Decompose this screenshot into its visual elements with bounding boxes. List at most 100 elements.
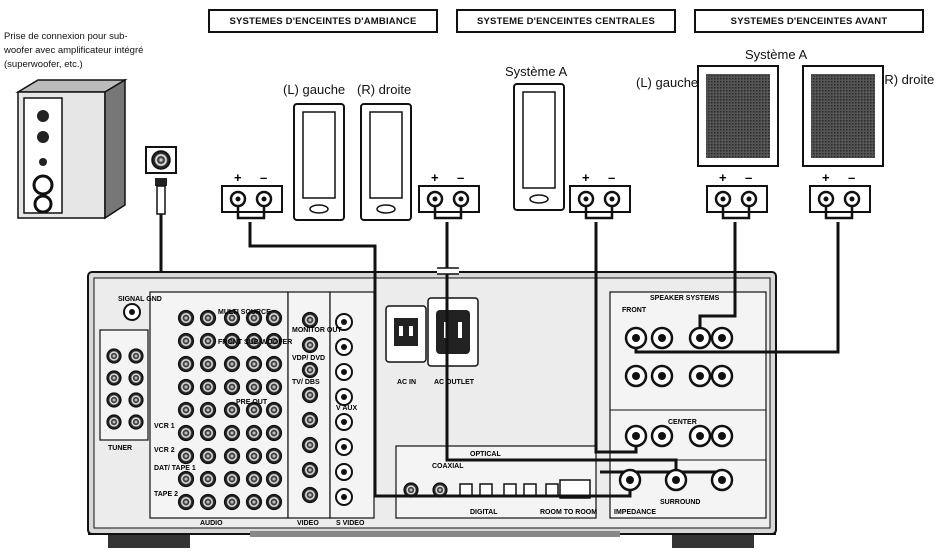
svg-text:S VIDEO: S VIDEO [336, 520, 365, 527]
rca-jack [245, 401, 263, 419]
rca-jack [265, 309, 283, 327]
rca-jack [265, 355, 283, 373]
rca-jack [245, 493, 263, 511]
panel-labels: SIGNAL GND TUNER AUDIO VIDEO S VIDEO DIG… [108, 295, 720, 527]
plus-label: + [719, 170, 727, 185]
rca-jack [265, 493, 283, 511]
speaker-binding-posts [618, 326, 734, 492]
ac-outlet-socket [427, 297, 479, 367]
rca-jack [177, 493, 195, 511]
rca-jack [301, 311, 319, 329]
svg-text:TV/ DBS: TV/ DBS [292, 379, 320, 386]
rca-jack [199, 447, 217, 465]
rca-jack [199, 355, 217, 373]
header-center: SYSTEME D'ENCEINTES CENTRALES [456, 9, 676, 33]
rca-jack [265, 378, 283, 396]
svg-text:VIDEO: VIDEO [297, 520, 319, 527]
rca-jack [199, 378, 217, 396]
rca-jack [177, 447, 195, 465]
svg-text:DAT/ TAPE 1: DAT/ TAPE 1 [154, 465, 196, 472]
optical-port [459, 483, 473, 497]
svg-text:SURROUND: SURROUND [660, 499, 700, 506]
rca-jack [245, 424, 263, 442]
surround-right-label: (R) droite [357, 82, 412, 97]
svg-text:FRONT SUB WOOFER: FRONT SUB WOOFER [218, 339, 292, 346]
svg-text:VCR 1: VCR 1 [154, 423, 175, 430]
plus-label: + [822, 170, 830, 185]
front-left-label: (L) gauche [636, 75, 699, 90]
svg-text:TUNER: TUNER [108, 445, 132, 452]
rca-jack [223, 447, 241, 465]
surround-left-speaker [293, 103, 345, 221]
minus-label: – [745, 170, 752, 185]
rca-jack [177, 378, 195, 396]
rca-jack [177, 424, 195, 442]
rca-jack [265, 447, 283, 465]
svg-text:OPTICAL: OPTICAL [470, 451, 501, 458]
rca-jack [245, 355, 263, 373]
rca-jack [223, 401, 241, 419]
svg-text:TAPE 2: TAPE 2 [154, 491, 178, 498]
rca-jack [106, 370, 122, 386]
plus-label: + [234, 170, 242, 185]
rca-jack [223, 470, 241, 488]
surround-right-terminal-block: +– [418, 170, 480, 220]
front-right-label: (R) droite [880, 72, 935, 87]
rca-jack [301, 411, 319, 429]
rca-jack [199, 332, 217, 350]
front-left-terminal-block: +– [706, 170, 768, 220]
center-terminal-block: +– [569, 170, 631, 220]
rca-jack [301, 461, 319, 479]
front-left-speaker [697, 65, 779, 167]
ac-in-socket [385, 305, 427, 363]
audio-section [149, 291, 289, 519]
rca-jack [199, 424, 217, 442]
rca-jack [301, 386, 319, 404]
rca-jack [199, 309, 217, 327]
rca-jack [177, 309, 195, 327]
svg-text:MULTI SOURCE: MULTI SOURCE [218, 309, 271, 316]
surround-left-label: (L) gauche [283, 82, 346, 97]
rca-jack [128, 414, 144, 430]
center-speaker [513, 83, 565, 211]
svg-text:MONITOR OUT: MONITOR OUT [292, 327, 342, 334]
minus-label: – [848, 170, 855, 185]
rca-jack [301, 486, 319, 504]
center-system-label: Système A [505, 64, 568, 79]
rca-jack [245, 332, 263, 350]
rca-jack [199, 493, 217, 511]
svideo-section [329, 291, 375, 519]
svg-text:V AUX: V AUX [336, 405, 357, 412]
optical-port [523, 483, 537, 497]
svg-text:AC OUTLET: AC OUTLET [434, 379, 475, 386]
svg-text:ROOM TO ROOM: ROOM TO ROOM [540, 509, 597, 516]
rca-jack [265, 470, 283, 488]
rca-jack [245, 309, 263, 327]
rca-jack [265, 424, 283, 442]
minus-label: – [457, 170, 464, 185]
optical-port [479, 483, 493, 497]
subwoofer-cabinet [15, 78, 128, 220]
rca-jack [177, 401, 195, 419]
rca-jack [301, 436, 319, 454]
cable-cross-marker [437, 267, 459, 275]
minus-label: – [608, 170, 615, 185]
rca-jack [177, 355, 195, 373]
svg-text:DIGITAL: DIGITAL [470, 509, 498, 516]
plus-label: + [582, 170, 590, 185]
rca-jack [301, 361, 319, 379]
rca-jack [199, 470, 217, 488]
optical-port [503, 483, 517, 497]
rca-jack [223, 378, 241, 396]
front-system-label: Système A [745, 47, 808, 62]
rca-jack [265, 332, 283, 350]
rca-jack [128, 370, 144, 386]
rca-jack [223, 355, 241, 373]
optical-port [545, 483, 559, 497]
surround-terminal-block: +– [221, 170, 283, 220]
rca-jack [199, 401, 217, 419]
rca-jack [245, 470, 263, 488]
signal-gnd-post [123, 303, 141, 321]
svg-text:SPEAKER SYSTEMS: SPEAKER SYSTEMS [650, 295, 720, 302]
